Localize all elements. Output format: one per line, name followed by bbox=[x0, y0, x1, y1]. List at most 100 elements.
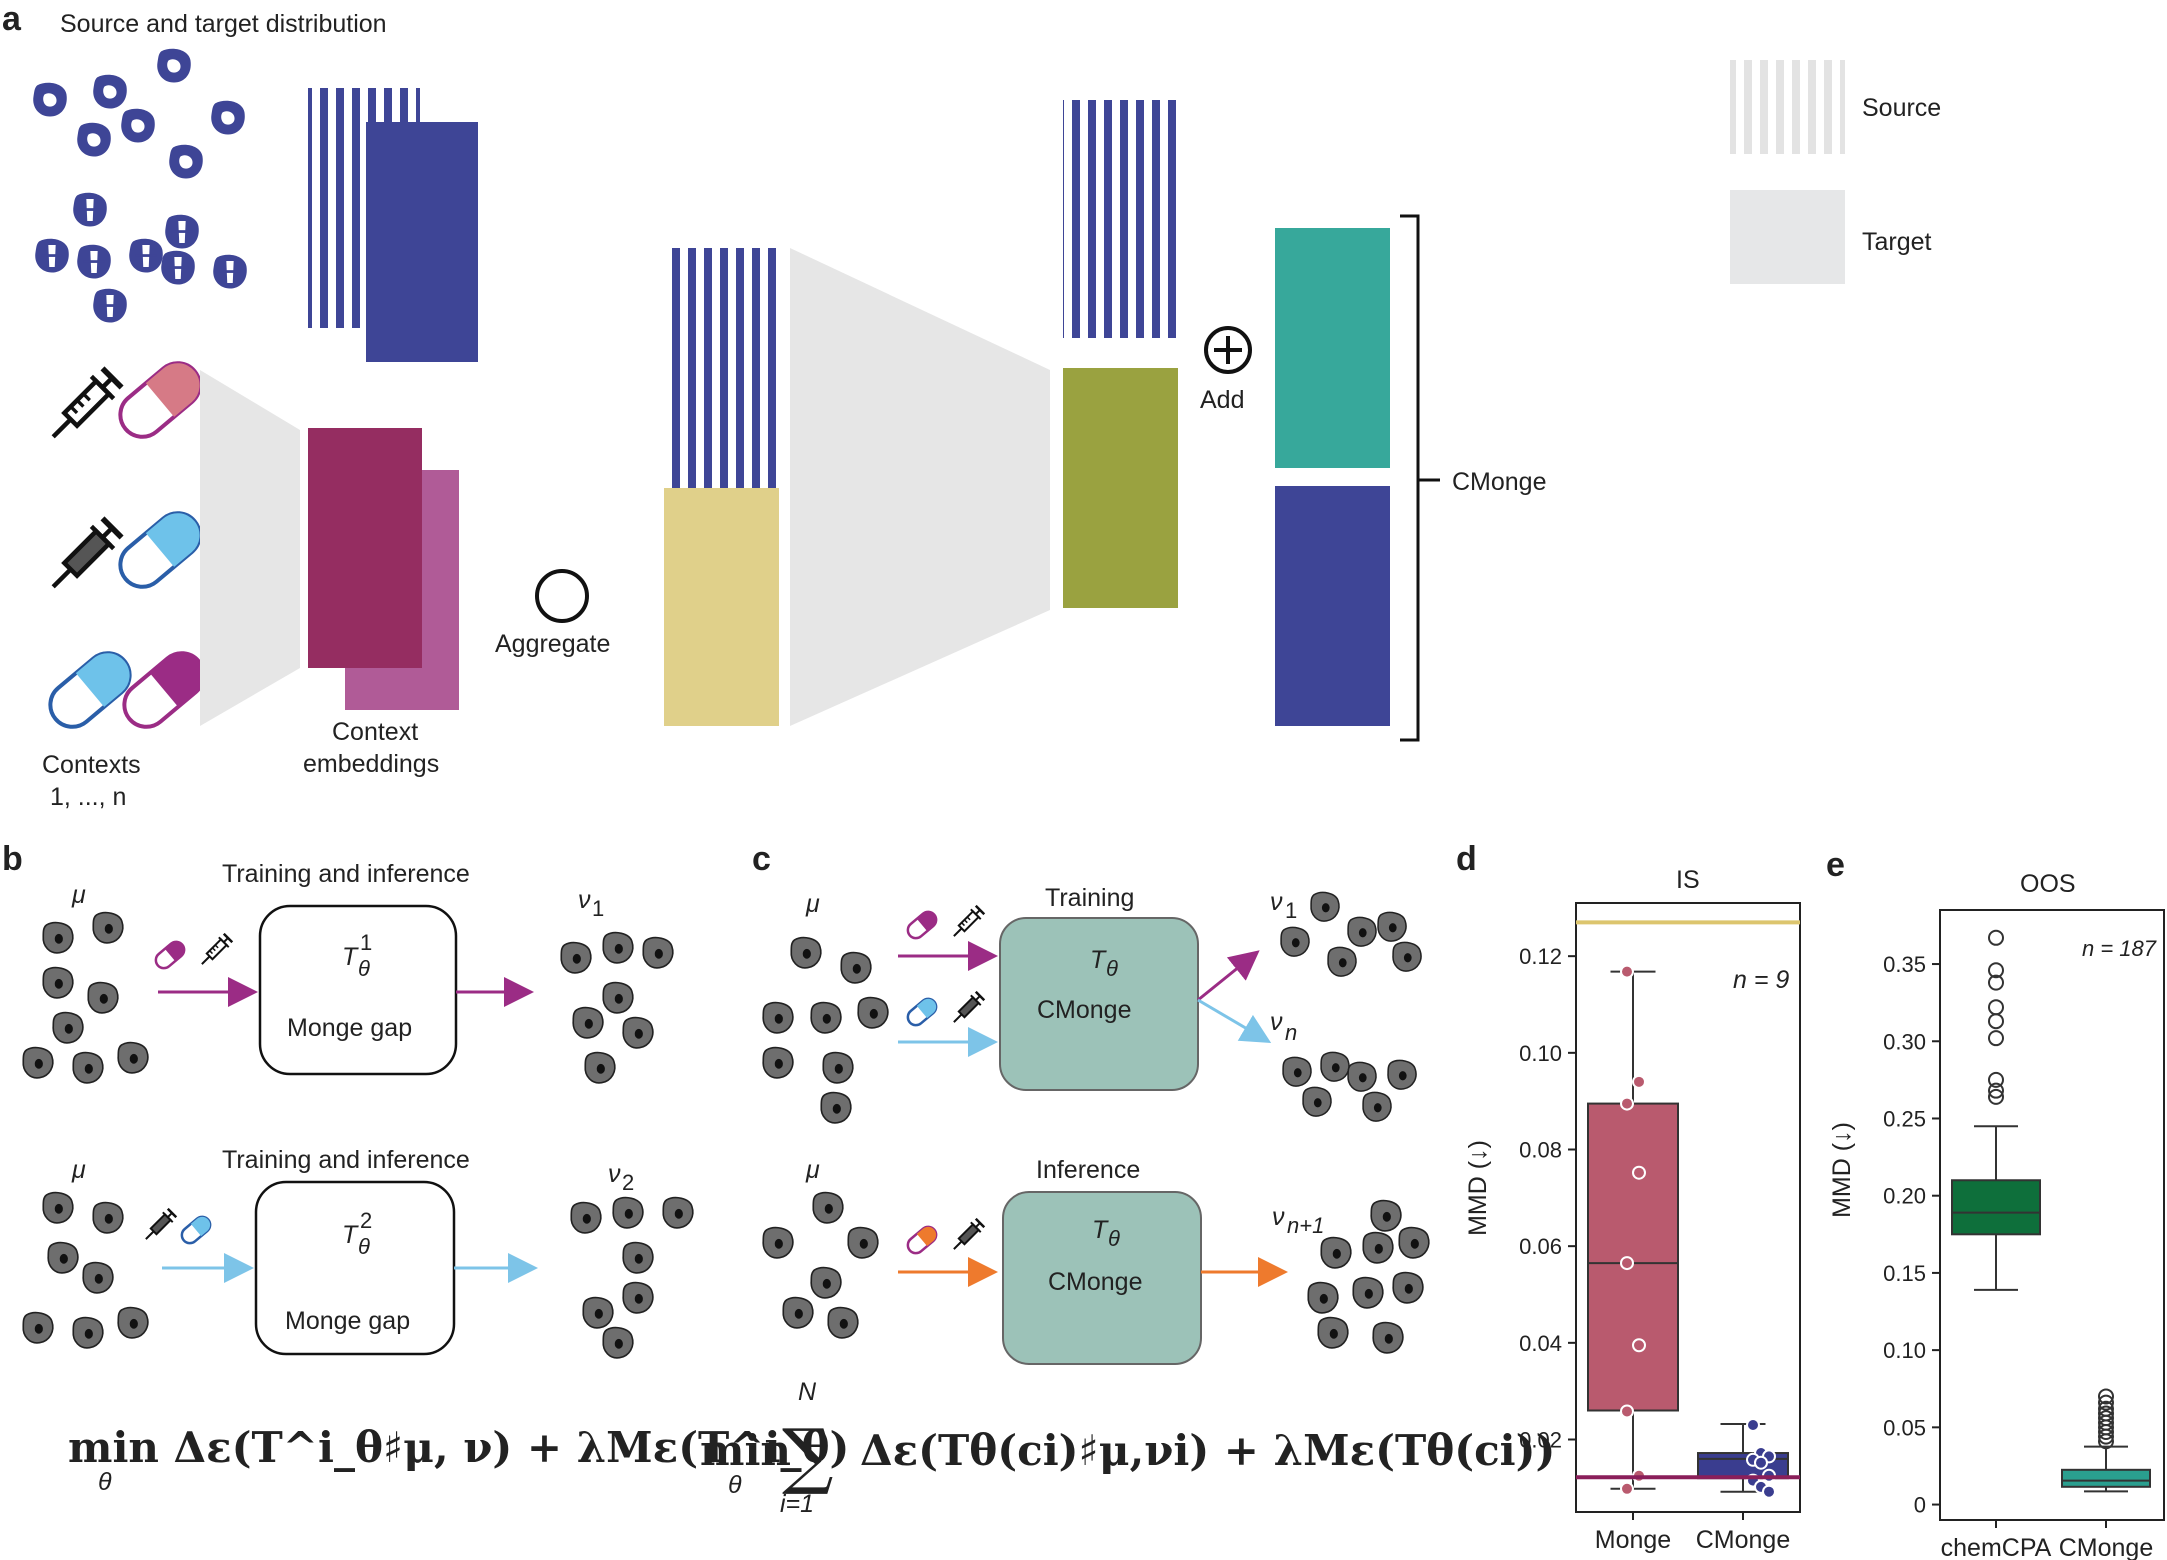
panel-c-sum-bottom: i=1 bbox=[780, 1490, 814, 1518]
data-point bbox=[1754, 1455, 1768, 1470]
panel-b-row2-target: ν bbox=[608, 1160, 621, 1188]
add-icon bbox=[1204, 326, 1252, 374]
aggregated-context bbox=[664, 488, 779, 726]
cmonge-inference-label: CMonge bbox=[1048, 1268, 1143, 1296]
chart-d-ylabel: MMD (↓) bbox=[1464, 1140, 1492, 1236]
y-tick-label: 0.35 bbox=[1883, 952, 1926, 977]
panel-c-target-1-sub: 1 bbox=[1285, 898, 1297, 923]
y-tick-label: 0.12 bbox=[1519, 944, 1562, 969]
output-source bbox=[1063, 100, 1178, 338]
context-encoder bbox=[200, 370, 300, 726]
data-point bbox=[1632, 1165, 1646, 1180]
data-point bbox=[1746, 1418, 1760, 1432]
aggregate-icon bbox=[535, 569, 589, 623]
data-point bbox=[1620, 1256, 1634, 1271]
source-cells-icon bbox=[33, 48, 245, 179]
context-icons bbox=[154, 931, 235, 970]
outlier-point bbox=[2098, 1410, 2114, 1427]
panel-c: c Training μ T θ CMonge ν 1 ν n bbox=[700, 840, 1555, 1518]
y-tick-label: 0.06 bbox=[1519, 1234, 1562, 1259]
contexts-range-label: 1, ..., n bbox=[50, 783, 126, 811]
target-block bbox=[366, 122, 478, 362]
outlier-point bbox=[2098, 1388, 2114, 1405]
cmonge-bracket bbox=[1400, 214, 1420, 742]
data-point bbox=[1620, 1481, 1634, 1496]
y-tick-label: 0.20 bbox=[1883, 1184, 1926, 1209]
panel-d-label: d bbox=[1456, 840, 1477, 878]
syringe-icon bbox=[42, 367, 123, 448]
panel-c-target-2: ν bbox=[1270, 1008, 1283, 1036]
pill-icon bbox=[122, 651, 206, 729]
aggregated-source bbox=[664, 248, 779, 488]
chart-e-ylabel: MMD (↓) bbox=[1828, 1122, 1856, 1218]
panel-c-target-3-sub: n+1 bbox=[1287, 1213, 1324, 1238]
box-chemcpa bbox=[1951, 1179, 2041, 1236]
contexts-label: Contexts bbox=[42, 751, 141, 779]
panel-a-label: a bbox=[2, 0, 22, 38]
panel-b: b Training and inference μ T 1 θ Monge g… bbox=[2, 840, 849, 1496]
output-displacement bbox=[1063, 368, 1178, 608]
legend-target-label: Target bbox=[1862, 228, 1932, 256]
y-tick-label: 0.02 bbox=[1519, 1428, 1562, 1453]
panel-c-target-3: ν bbox=[1272, 1203, 1285, 1231]
outlier-point bbox=[1988, 1071, 2004, 1088]
panel-b-row1-header: Training and inference bbox=[222, 860, 470, 888]
syringe-icon bbox=[42, 517, 123, 598]
inference-header: Inference bbox=[1036, 1156, 1140, 1184]
panel-c-label: c bbox=[752, 840, 771, 878]
y-tick-label: 0.10 bbox=[1519, 1041, 1562, 1066]
x-tick-label: Monge bbox=[1595, 1526, 1671, 1554]
y-tick-label: 0.30 bbox=[1883, 1029, 1926, 1054]
outlier-point bbox=[1988, 962, 2004, 979]
panel-b-row2-target-sub: 2 bbox=[622, 1170, 634, 1195]
outlier-point bbox=[2098, 1405, 2114, 1422]
target-cells-icon bbox=[35, 192, 247, 323]
monge-gap-label-2: Monge gap bbox=[285, 1307, 410, 1335]
target-cells-icon bbox=[570, 1196, 694, 1359]
box-cmonge bbox=[2061, 1468, 2151, 1488]
cmonge-label: CMonge bbox=[1452, 468, 1547, 496]
plot-frame bbox=[1939, 909, 2165, 1521]
training-header: Training bbox=[1045, 884, 1134, 912]
box-monge bbox=[1587, 1102, 1679, 1412]
target-cells-icon bbox=[1307, 1199, 1430, 1354]
data-point bbox=[1762, 1484, 1776, 1499]
svg-text:T: T bbox=[342, 943, 359, 971]
aggregate-label: Aggregate bbox=[495, 630, 610, 658]
panel-c-target-1: ν bbox=[1270, 888, 1283, 916]
panel-c-equation: min θ N ∑ i=1 Δε(Tθ(ci)♯μ,νi) + λMε(Tθ(c… bbox=[700, 1378, 1555, 1518]
y-tick-label: 0.05 bbox=[1883, 1415, 1926, 1440]
outlier-point bbox=[1988, 1088, 2004, 1105]
svg-text:θ: θ bbox=[358, 1234, 370, 1259]
panel-b-row1-source: μ bbox=[71, 881, 86, 909]
outlier-point bbox=[1988, 929, 2004, 946]
context-embeddings-label-2: embeddings bbox=[303, 750, 439, 778]
context-icons bbox=[140, 1206, 212, 1245]
pill-icon bbox=[118, 511, 202, 589]
panel-a: a Source and target distribution bbox=[2, 0, 1941, 811]
legend-source-label: Source bbox=[1862, 94, 1941, 122]
svg-text:θ: θ bbox=[358, 956, 370, 981]
panel-b-row2-header: Training and inference bbox=[222, 1146, 470, 1174]
data-point bbox=[1632, 1338, 1646, 1353]
output-arrow bbox=[1197, 950, 1260, 1002]
chart-e-annotation: n = 187 bbox=[2082, 936, 2157, 961]
outlier-point bbox=[1988, 974, 2004, 991]
panel-c-equation-rhs: Δε(Tθ(ci)♯μ,νi) + λMε(Tθ(ci)) bbox=[860, 1426, 1555, 1475]
add-label: Add bbox=[1200, 386, 1244, 414]
pill-icon bbox=[118, 361, 202, 439]
monge-gap-label-1: Monge gap bbox=[287, 1014, 412, 1042]
svg-text:T: T bbox=[1090, 946, 1107, 974]
context-icons bbox=[41, 361, 206, 729]
cmonge-inference-box bbox=[1002, 1191, 1202, 1365]
panel-e-label: e bbox=[1826, 846, 1845, 884]
data-point bbox=[1620, 1096, 1634, 1111]
map-superscript-2: 2 bbox=[360, 1208, 372, 1233]
legend-target-swatch bbox=[1730, 190, 1845, 284]
context-embeddings-label: Context bbox=[332, 718, 418, 746]
x-tick-label: CMonge bbox=[2059, 1534, 2154, 1560]
outlier-point bbox=[1988, 1013, 2004, 1030]
context-icons bbox=[906, 903, 987, 1028]
sum-icon: ∑ bbox=[782, 1413, 833, 1497]
context-icons bbox=[906, 1216, 987, 1255]
